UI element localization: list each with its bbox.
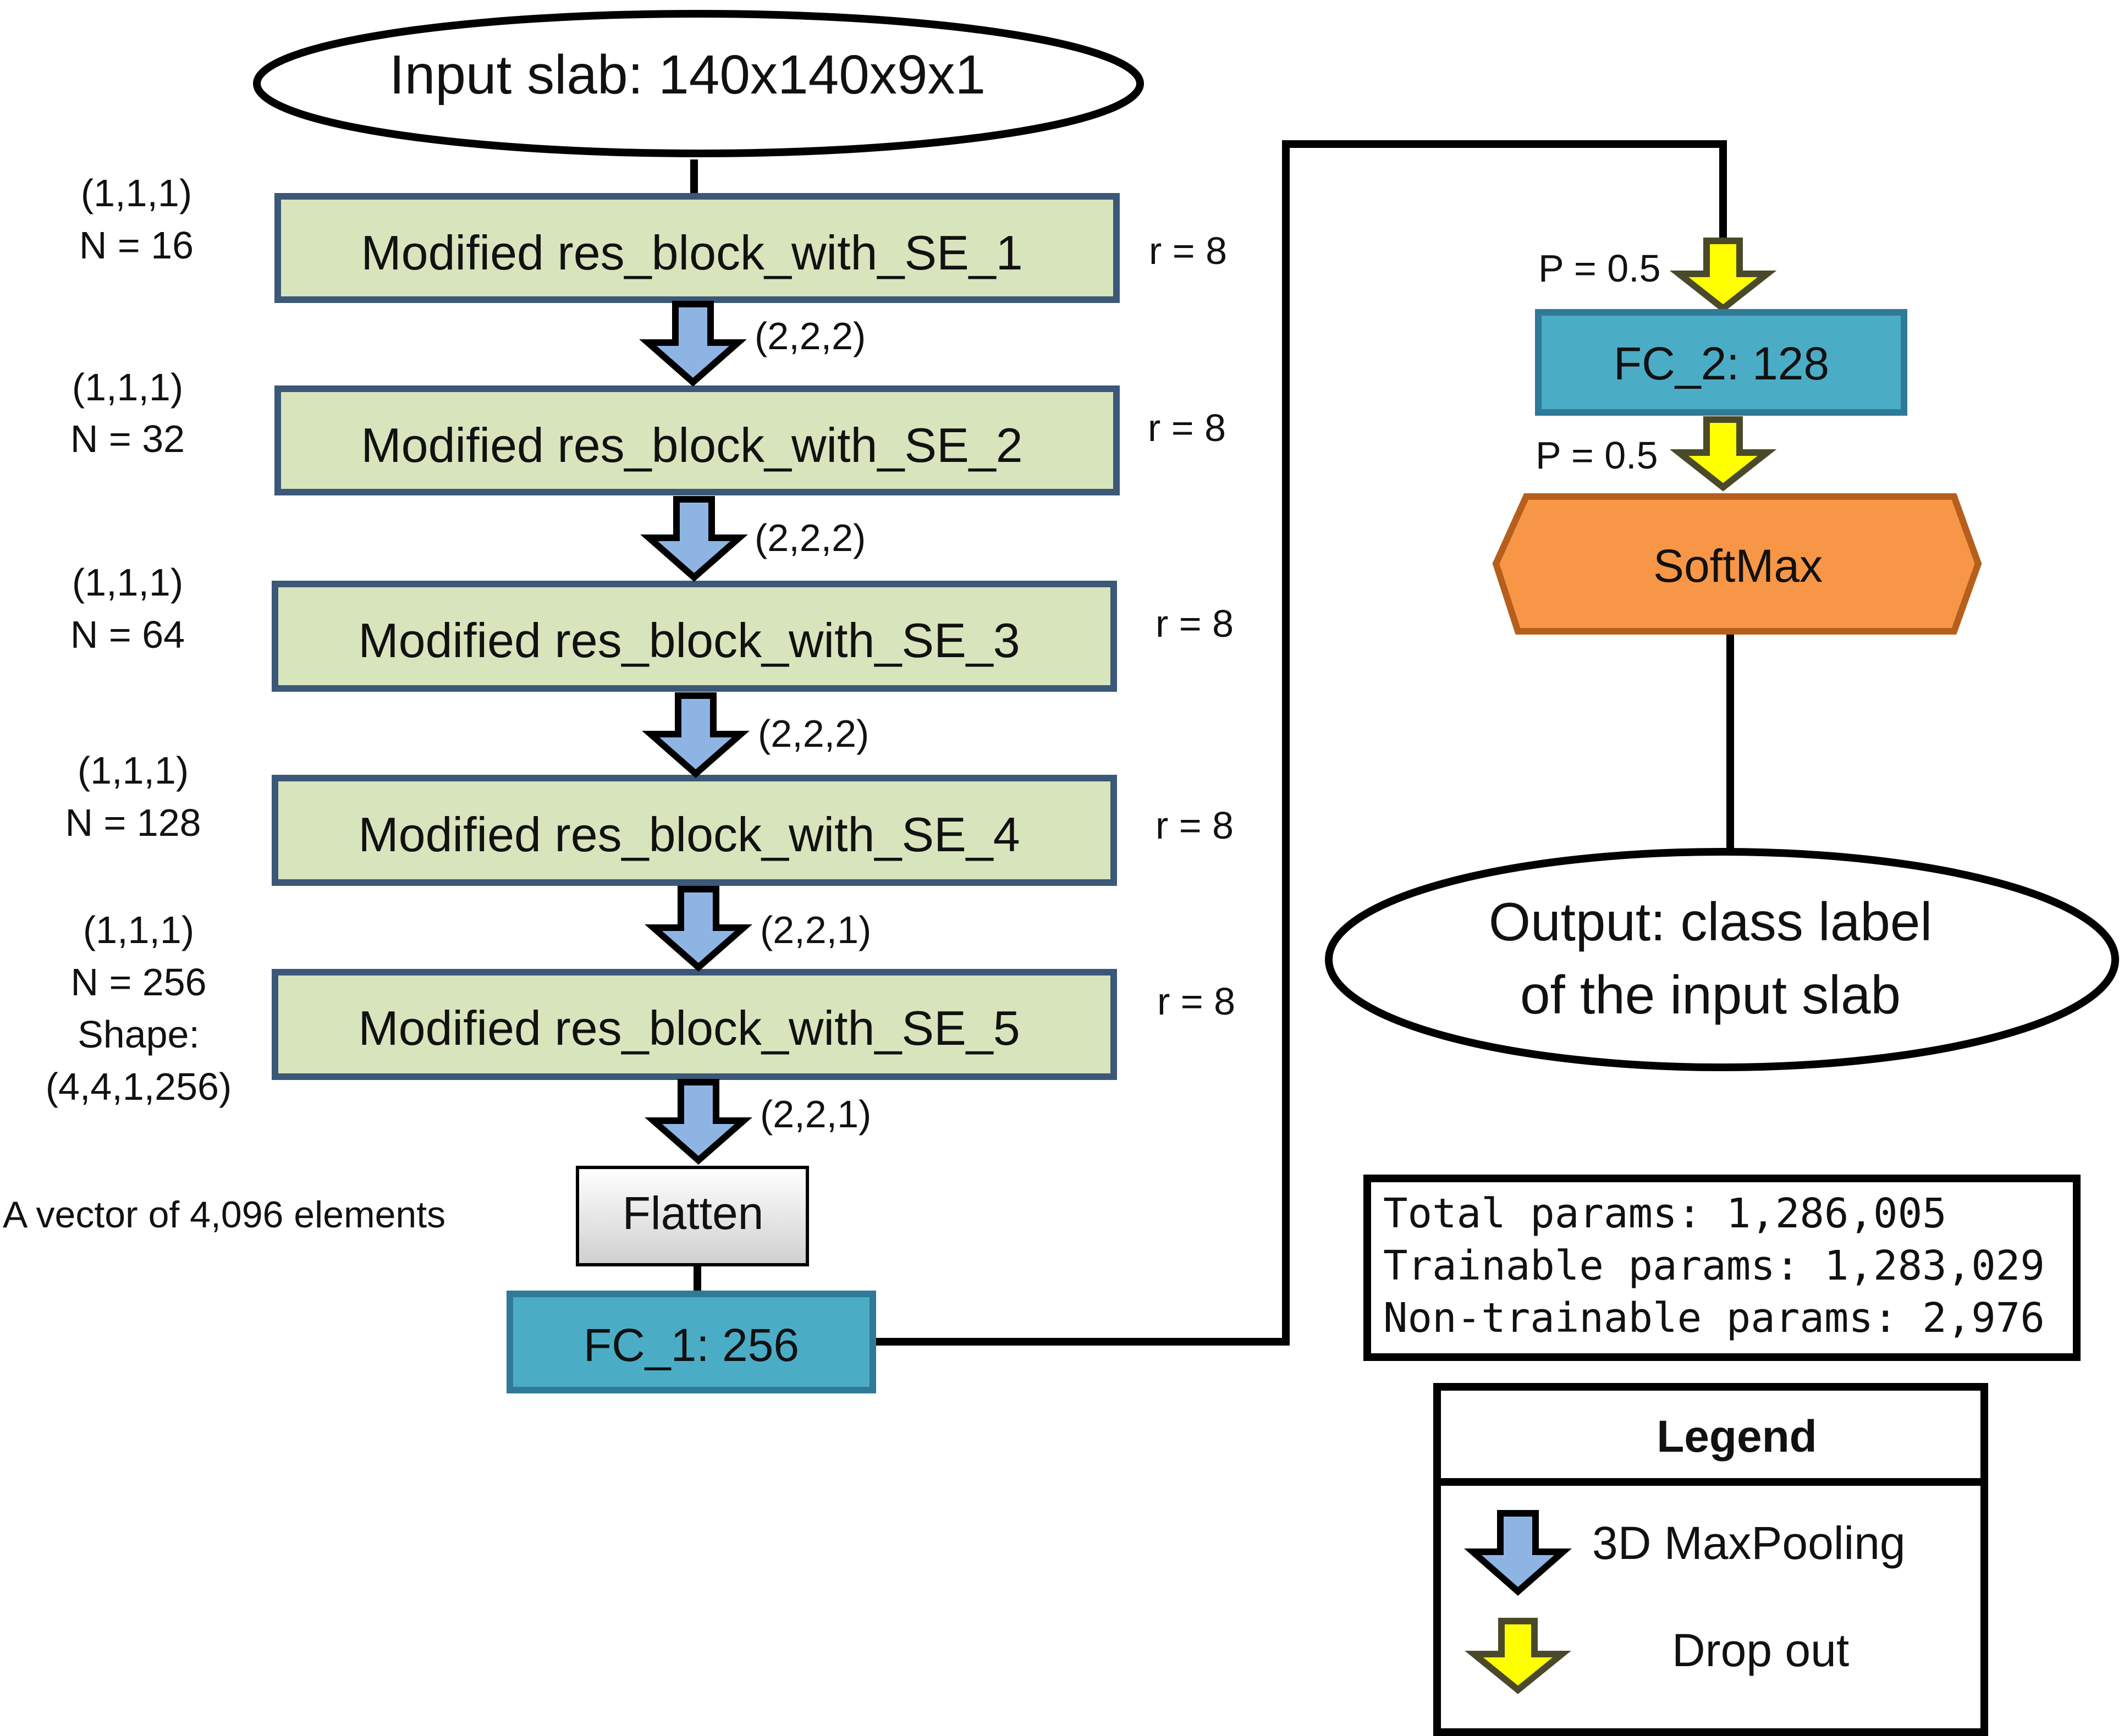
softmax-node [1492,493,1982,635]
block-3: Modified res_block_with_SE_3 (1,1,1) N =… [70,561,1234,692]
block-3-kernel: (1,1,1) [72,561,183,604]
block-1-kernel: (1,1,1) [81,172,192,214]
softmax-label: SoftMax [1653,540,1823,592]
block-3-filters: N = 64 [70,613,185,656]
input-node [253,10,1144,157]
res-block-2-label: Modified res_block_with_SE_2 [361,418,1022,472]
legend-maxpooling-label: 3D MaxPooling [1592,1517,1906,1569]
output-label-line2: of the input slab [1520,965,1901,1025]
pool-step-4-label: (2,2,1) [760,908,871,951]
block-5-shape-label: Shape: [78,1013,200,1056]
block-4-kernel: (1,1,1) [78,749,189,792]
block-4: Modified res_block_with_SE_4 (1,1,1) N =… [65,749,1234,886]
block-5-shape-value: (4,4,1,256) [46,1065,232,1108]
input-node-label: Input slab: 140x140x9x1 [389,44,986,106]
fc2-node [1535,309,1907,416]
block-4-filters: N = 128 [65,801,201,844]
res-block-2 [274,385,1120,495]
res-block-4-label: Modified res_block_with_SE_4 [358,807,1020,862]
block-1-ratio: r = 8 [1149,229,1227,272]
res-block-5 [272,969,1117,1080]
blue-down-arrow-icon [1464,1510,1572,1596]
flatten-note: A vector of 4,096 elements [3,1194,445,1236]
block-5: Modified res_block_with_SE_5 (1,1,1) N =… [46,908,1235,1108]
total-params: Total params: 1,286,005 [1383,1190,1947,1237]
pool-step-3: (2,2,2) [642,692,869,778]
res-block-3-label: Modified res_block_with_SE_3 [358,613,1020,668]
pooling-arrows: (2,2,2) (2,2,2) (2,2,2) (2,2,1) (2,2,1) [639,301,871,1165]
pool-step-2: (2,2,2) [640,496,866,582]
block-2-kernel: (1,1,1) [72,366,183,409]
pool-step-1-label: (2,2,2) [755,315,866,357]
trainable-params: Trainable params: 1,283,029 [1383,1242,2045,1289]
fc2-label: FC_2: 128 [1614,338,1829,389]
block-2-filters: N = 32 [70,417,185,460]
maxpool-arrow-icon [639,301,747,387]
output-label-line1: Output: class label [1489,891,1932,952]
connector-fc1-to-fc2 [874,140,1727,1346]
fc1-node [507,1291,876,1393]
legend-dropout-label: Drop out [1672,1624,1849,1676]
res-block-1 [274,193,1120,303]
res-block-4 [272,775,1117,886]
flatten-node [576,1166,809,1266]
pool-step-5: (2,2,1) [645,1079,871,1165]
yellow-down-arrow-icon [1465,1618,1571,1694]
pool-step-5-label: (2,2,1) [760,1093,871,1136]
legend-title: Legend [1657,1412,1817,1462]
dropout-arrow-icon [1669,416,1777,492]
dropout-arrow-icon [1669,238,1777,313]
pool-step-1: (2,2,2) [639,301,866,387]
res-block-3 [272,581,1117,692]
block-5-ratio: r = 8 [1157,980,1235,1023]
maxpool-arrow-icon [640,496,748,582]
maxpool-arrow-icon [645,1079,752,1165]
pool-step-2-label: (2,2,2) [755,516,866,559]
block-1: Modified res_block_with_SE_1 (1,1,1) N =… [79,172,1227,303]
block-5-kernel: (1,1,1) [83,908,194,951]
dropout-1-label: P = 0.5 [1538,247,1661,290]
block-2: Modified res_block_with_SE_2 (1,1,1) N =… [70,366,1226,495]
block-3-ratio: r = 8 [1155,602,1234,645]
maxpool-arrow-icon [642,692,750,778]
legend: Legend 3D MaxPooling Drop out [1433,1383,1988,1736]
non-trainable-params: Non-trainable params: 2,976 [1383,1294,2045,1342]
block-5-filters: N = 256 [70,961,206,1004]
flatten-label: Flatten [623,1187,764,1239]
maxpool-arrow-icon [645,886,752,972]
fc1-label: FC_1: 256 [584,1319,799,1371]
connectors [690,140,1734,1346]
pool-step-3-label: (2,2,2) [758,712,869,755]
pool-step-4: (2,2,1) [645,886,871,972]
res-block-5-label: Modified res_block_with_SE_5 [358,1001,1020,1055]
dropout-2-label: P = 0.5 [1536,434,1658,477]
output-node [1325,848,2119,1071]
block-4-ratio: r = 8 [1155,804,1234,847]
block-2-ratio: r = 8 [1148,406,1226,449]
params-summary-box [1363,1175,2081,1361]
block-1-filters: N = 16 [79,224,194,267]
res-block-1-label: Modified res_block_with_SE_1 [361,225,1022,280]
